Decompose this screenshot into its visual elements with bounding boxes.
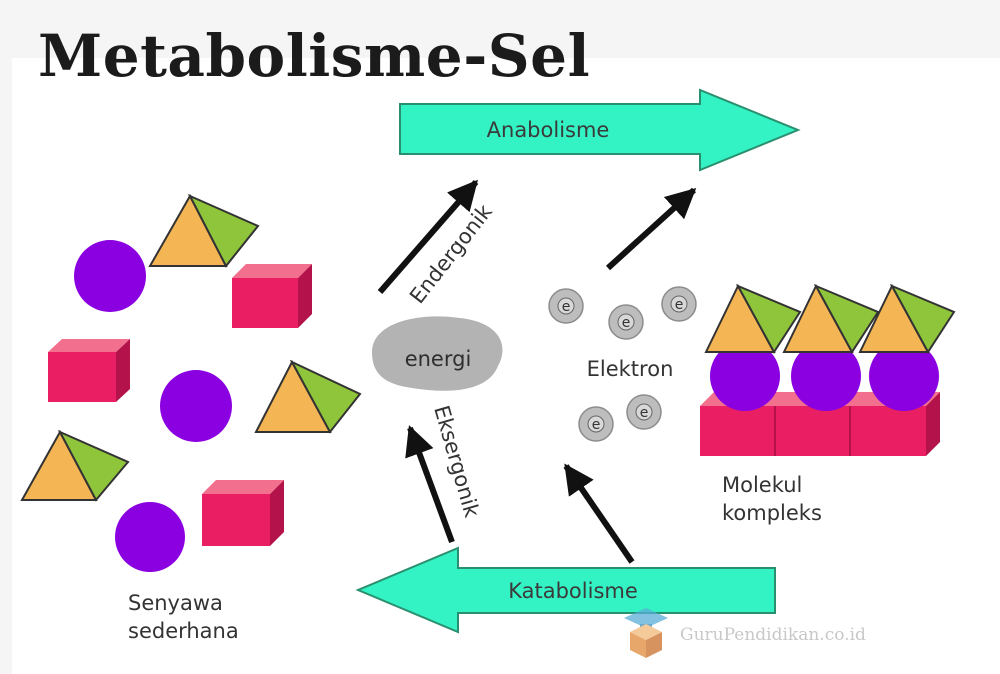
katabolisme-arrow: Katabolisme — [355, 546, 776, 634]
svg-text:e: e — [592, 417, 601, 433]
senyawa-label-line1: Senyawa — [128, 591, 223, 615]
svg-text:e: e — [640, 405, 649, 421]
electrons: e e e e e — [548, 286, 697, 442]
katabolisme-arrow-shape — [355, 546, 776, 634]
electron: e — [626, 394, 662, 430]
red-cube — [202, 480, 284, 546]
endergonik-label: Endergonik — [405, 199, 497, 308]
red-cube — [48, 339, 130, 402]
molekul-label-line1: Molekul — [722, 473, 802, 497]
anabolisme-arrow: Anabolisme — [399, 88, 801, 172]
simple-compounds — [20, 193, 362, 572]
svg-text:e: e — [622, 315, 631, 331]
anabolisme-arrow-shape — [399, 88, 801, 172]
watermark: GuruPendidikan.co.id — [624, 608, 866, 658]
box-icon — [630, 624, 662, 658]
triangle-pyramid — [704, 283, 802, 354]
elektron-up-arrow — [605, 187, 697, 271]
electron: e — [661, 286, 697, 322]
katabolisme-label: Katabolisme — [508, 579, 638, 603]
triangle-pyramid — [20, 429, 130, 502]
svg-text:e: e — [675, 297, 684, 313]
triangle-pyramid — [148, 193, 260, 268]
svg-text:e: e — [562, 299, 571, 315]
electron: e — [608, 304, 644, 340]
endergonik-arrow — [377, 179, 479, 294]
energi-blob-shape — [372, 316, 503, 391]
energi-blob: energi — [372, 316, 503, 391]
watermark-text: GuruPendidikan.co.id — [680, 625, 866, 645]
purple-sphere — [115, 502, 185, 572]
elektron-down-arrow — [563, 463, 635, 564]
triangle-pyramid — [858, 283, 956, 354]
purple-sphere — [74, 240, 146, 312]
elektron-label: Elektron — [587, 357, 674, 381]
red-cube — [232, 264, 312, 328]
purple-sphere — [710, 341, 780, 411]
purple-sphere — [791, 341, 861, 411]
electron: e — [578, 406, 614, 442]
anabolisme-label: Anabolisme — [487, 118, 610, 142]
molekul-label-line2: kompleks — [722, 501, 822, 525]
purple-sphere — [160, 370, 232, 442]
complex-molecule — [700, 283, 956, 456]
eksergonik-arrow — [405, 425, 455, 544]
electron: e — [548, 288, 584, 324]
triangle-pyramid — [254, 359, 362, 434]
page-title: Metabolisme-Sel — [38, 22, 591, 90]
senyawa-label-line2: sederhana — [128, 619, 239, 643]
purple-sphere — [869, 341, 939, 411]
triangle-pyramid — [782, 283, 880, 354]
energi-label: energi — [405, 347, 472, 371]
